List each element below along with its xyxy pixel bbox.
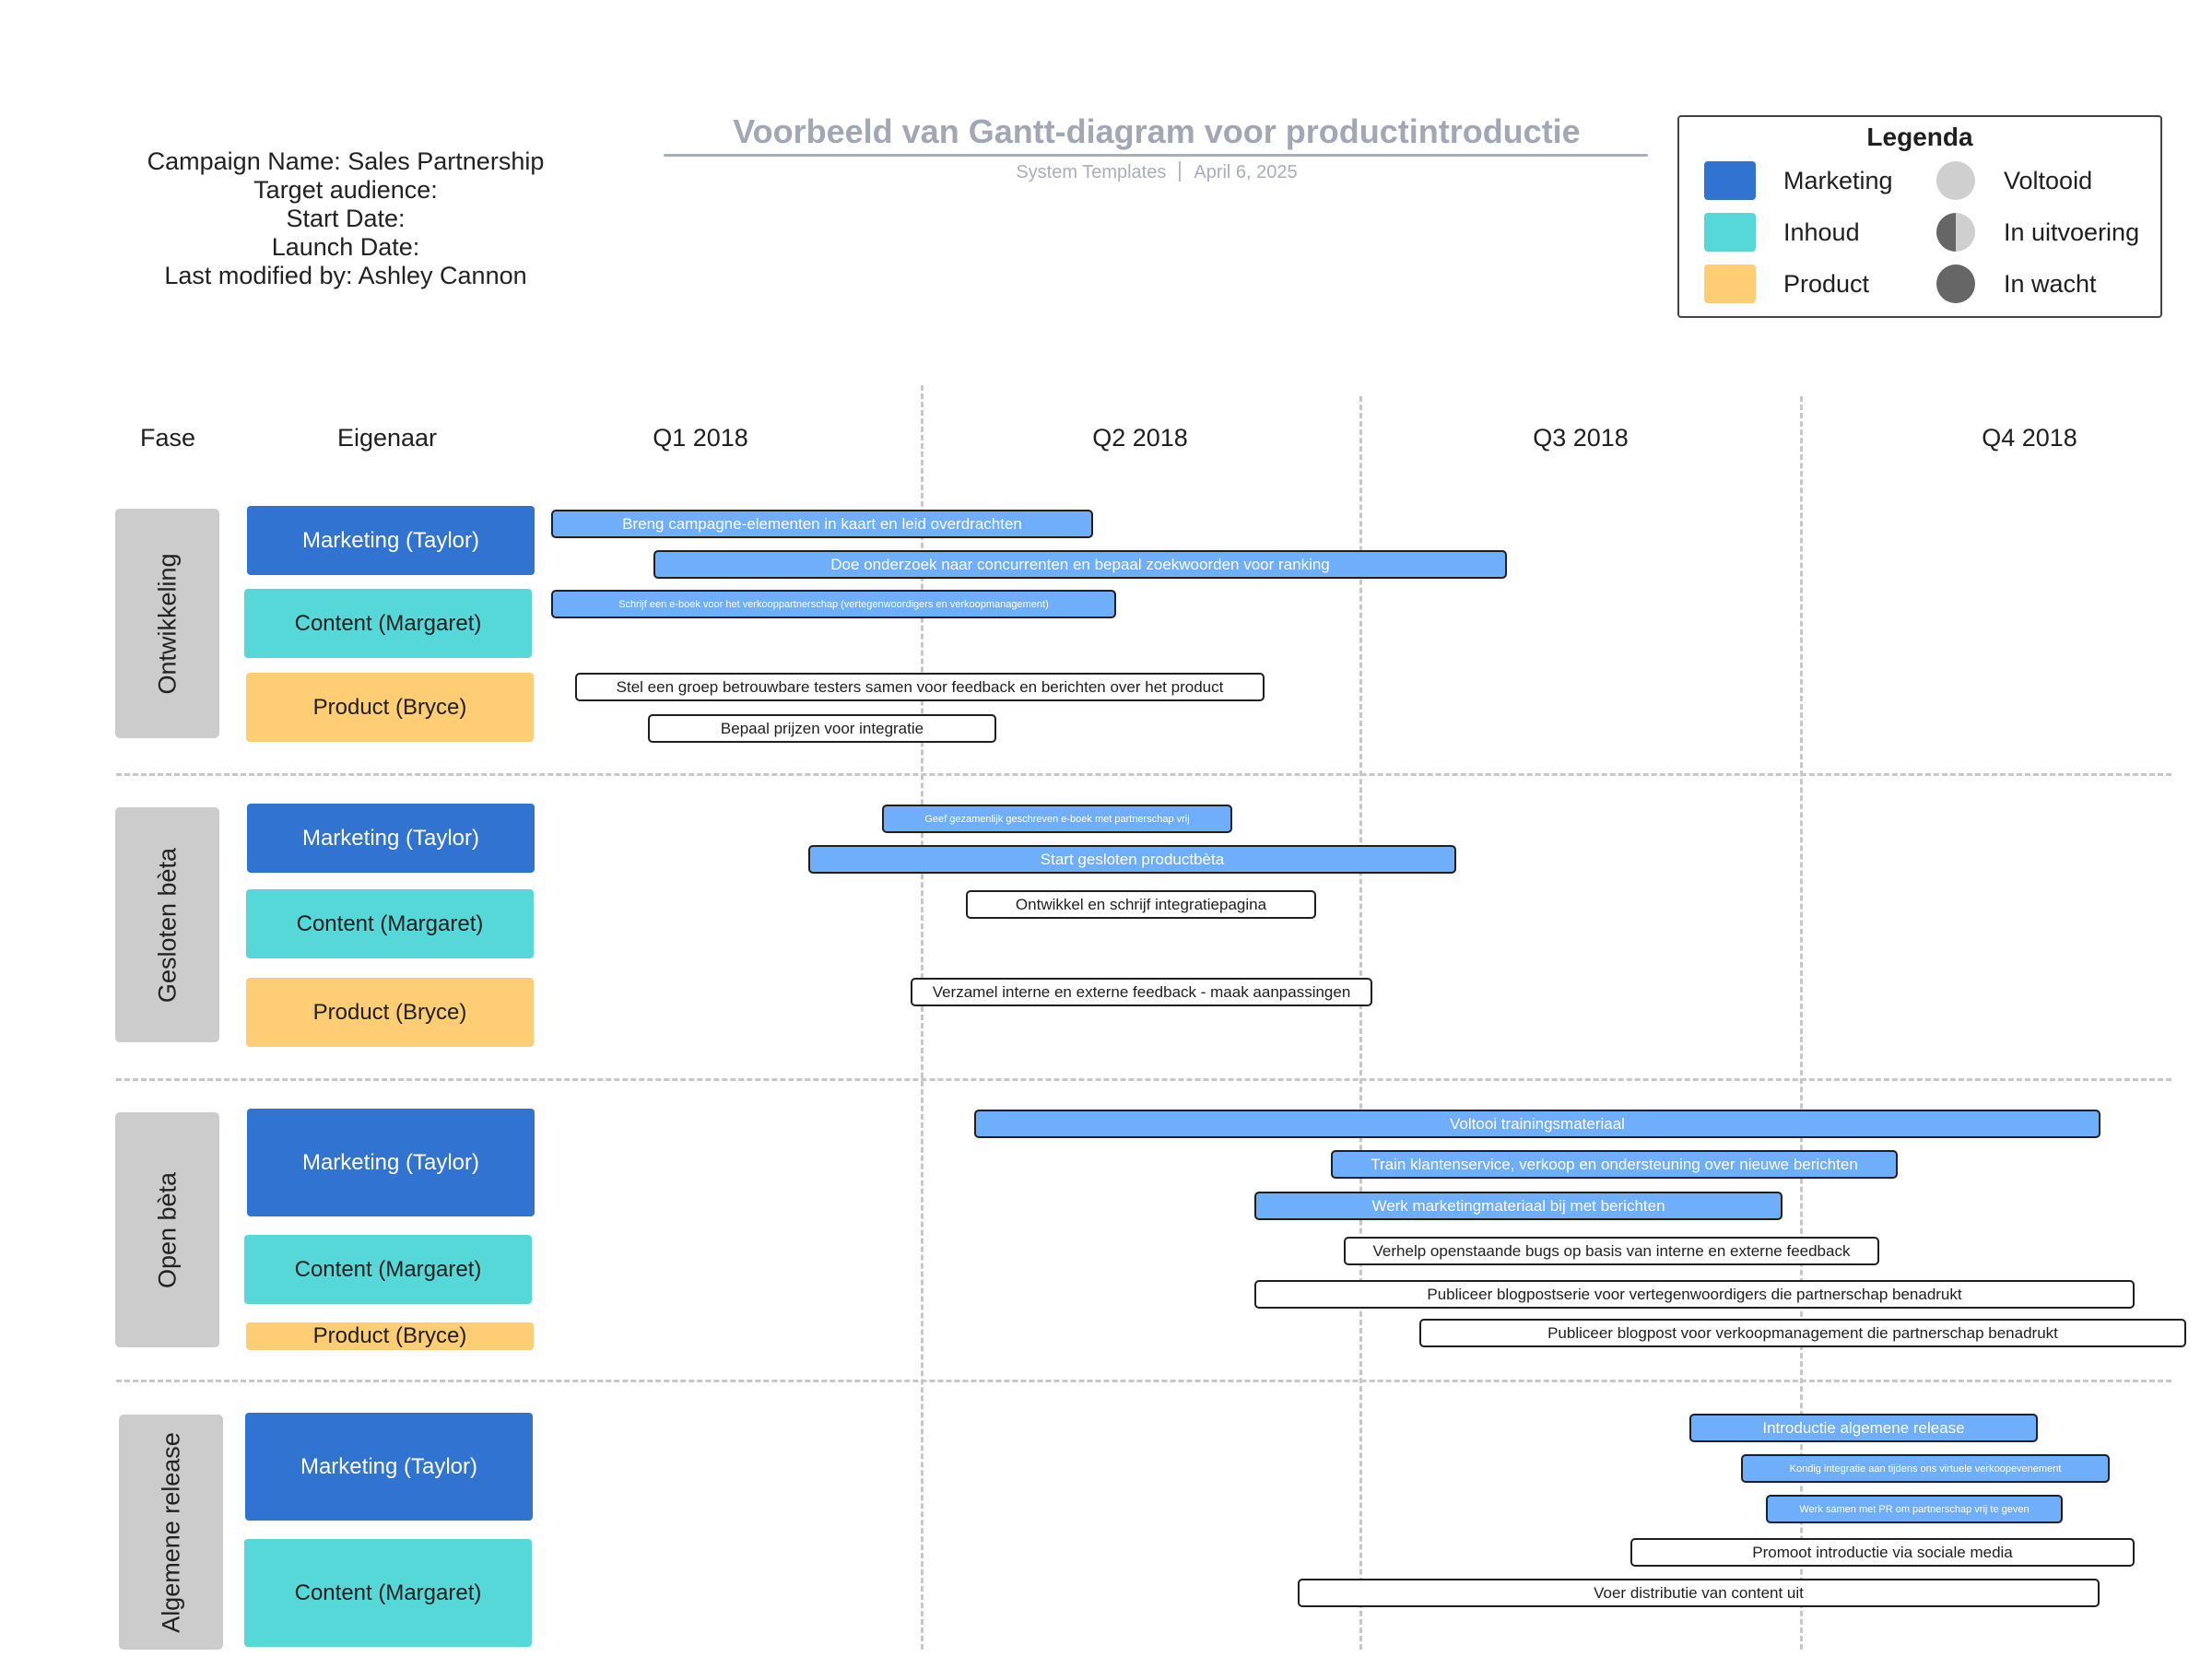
column-header-owner: Eigenaar — [336, 424, 438, 452]
owner-marketing: Marketing (Taylor) — [245, 1413, 533, 1521]
task-bar[interactable]: Bepaal prijzen voor integratie — [648, 714, 996, 743]
launch-date: Launch Date: — [271, 233, 420, 261]
owner-product: Product (Bryce) — [246, 1322, 534, 1350]
title-underline — [664, 154, 1648, 157]
task-bar[interactable]: Publiceer blogpostserie voor vertegenwoo… — [1254, 1280, 2135, 1309]
circle-dark-icon — [1936, 264, 1975, 303]
circle-full-light-icon — [1936, 161, 1975, 200]
task-bar[interactable]: Werk marketingmateriaal bij met berichte… — [1254, 1192, 1783, 1220]
task-bar[interactable]: Publiceer blogpost voor verkoopmanagemen… — [1419, 1319, 2186, 1347]
phase-algemene-release: Algemene release — [119, 1415, 223, 1650]
legend-swatch-product — [1704, 264, 1756, 303]
column-header-q3: Q3 2018 — [1533, 424, 1629, 452]
owner-marketing: Marketing (Taylor) — [247, 1109, 535, 1216]
legend-label-voltooid: Voltooid — [2004, 167, 2093, 194]
task-bar[interactable]: Stel een groep betrouwbare testers samen… — [575, 673, 1265, 701]
phase-label: Gesloten bèta — [153, 847, 181, 1003]
task-bar[interactable]: Geef gezamenlijk geschreven e-boek met p… — [882, 805, 1232, 833]
task-bar[interactable]: Doe onderzoek naar concurrenten en bepaa… — [653, 550, 1507, 579]
legend-label-in-uitvoering: In uitvoering — [2004, 218, 2140, 246]
task-bar[interactable]: Kondig integratie aan tijdens ons virtue… — [1741, 1454, 2110, 1483]
task-bar[interactable]: Introductie algemene release — [1689, 1414, 2038, 1442]
quarter-divider — [1359, 396, 1362, 1650]
column-header-q4: Q4 2018 — [1982, 424, 2077, 452]
subtitle-separator — [1179, 161, 1182, 182]
legend-label-inhoud: Inhoud — [1783, 218, 1860, 246]
start-date: Start Date: — [286, 205, 406, 232]
campaign-name: Campaign Name: Sales Partnership — [147, 147, 545, 175]
phase-gesloten-beta: Gesloten bèta — [115, 807, 219, 1042]
last-modified: Last modified by: Ashley Cannon — [164, 262, 527, 289]
column-header-q1: Q1 2018 — [653, 424, 748, 452]
phase-label: Open bèta — [153, 1171, 181, 1288]
phase-label: Ontwikkeling — [153, 552, 181, 695]
task-bar[interactable]: Start gesloten productbèta — [808, 845, 1456, 874]
owner-product: Product (Bryce) — [246, 978, 534, 1047]
target-audience: Target audience: — [253, 176, 438, 204]
owner-marketing: Marketing (Taylor) — [247, 804, 535, 873]
owner-content: Content (Margaret) — [244, 1235, 532, 1304]
owner-content: Content (Margaret) — [246, 889, 534, 958]
task-bar[interactable]: Verhelp openstaande bugs op basis van in… — [1344, 1237, 1879, 1265]
owner-content: Content (Margaret) — [244, 589, 532, 658]
task-bar[interactable]: Voltooi trainingsmateriaal — [974, 1110, 2100, 1138]
task-bar[interactable]: Train klantenservice, verkoop en onderst… — [1331, 1150, 1898, 1179]
owner-content: Content (Margaret) — [244, 1539, 532, 1647]
phase-divider — [116, 773, 2171, 776]
task-bar[interactable]: Verzamel interne en externe feedback - m… — [911, 978, 1372, 1006]
phase-open-beta: Open bèta — [115, 1112, 219, 1347]
task-bar[interactable]: Voer distributie van content uit — [1298, 1579, 2100, 1607]
quarter-divider — [1800, 396, 1803, 1650]
subtitle: System Templates April 6, 2025 — [664, 161, 1650, 183]
task-bar[interactable]: Werk samen met PR om partnerschap vrij t… — [1766, 1495, 2063, 1523]
legend-label-in-wacht: In wacht — [2004, 270, 2097, 298]
task-bar[interactable]: Promoot introductie via sociale media — [1630, 1538, 2135, 1567]
column-header-phase: Fase — [139, 424, 196, 452]
legend-swatch-inhoud — [1704, 213, 1756, 252]
campaign-info: Campaign Name: Sales Partnership Target … — [0, 147, 691, 290]
task-bar[interactable]: Schrijf een e-boek voor het verkooppartn… — [551, 590, 1116, 618]
circle-half-icon — [1936, 213, 1975, 252]
page-title: Voorbeeld van Gantt-diagram voor product… — [733, 112, 1581, 150]
template-source: System Templates — [1016, 162, 1167, 182]
legend-swatch-marketing — [1704, 161, 1756, 200]
quarter-divider — [921, 385, 924, 1650]
phase-label: Algemene release — [157, 1431, 184, 1633]
phase-ontwikkeling: Ontwikkeling — [115, 509, 219, 738]
phase-divider — [116, 1078, 2171, 1081]
template-date: April 6, 2025 — [1194, 162, 1298, 182]
phase-divider — [116, 1380, 2171, 1382]
legend-label-product: Product — [1783, 270, 1870, 298]
column-header-q2: Q2 2018 — [1092, 424, 1188, 452]
owner-marketing: Marketing (Taylor) — [247, 506, 535, 575]
owner-product: Product (Bryce) — [246, 673, 534, 742]
legend-title: Legenda — [1866, 123, 1973, 151]
legend-label-marketing: Marketing — [1783, 167, 1893, 194]
task-bar[interactable]: Ontwikkel en schrijf integratiepagina — [966, 890, 1316, 919]
task-bar[interactable]: Breng campagne-elementen in kaart en lei… — [551, 510, 1093, 538]
legend: Legenda Marketing Inhoud Product Voltooi… — [1677, 115, 2162, 318]
